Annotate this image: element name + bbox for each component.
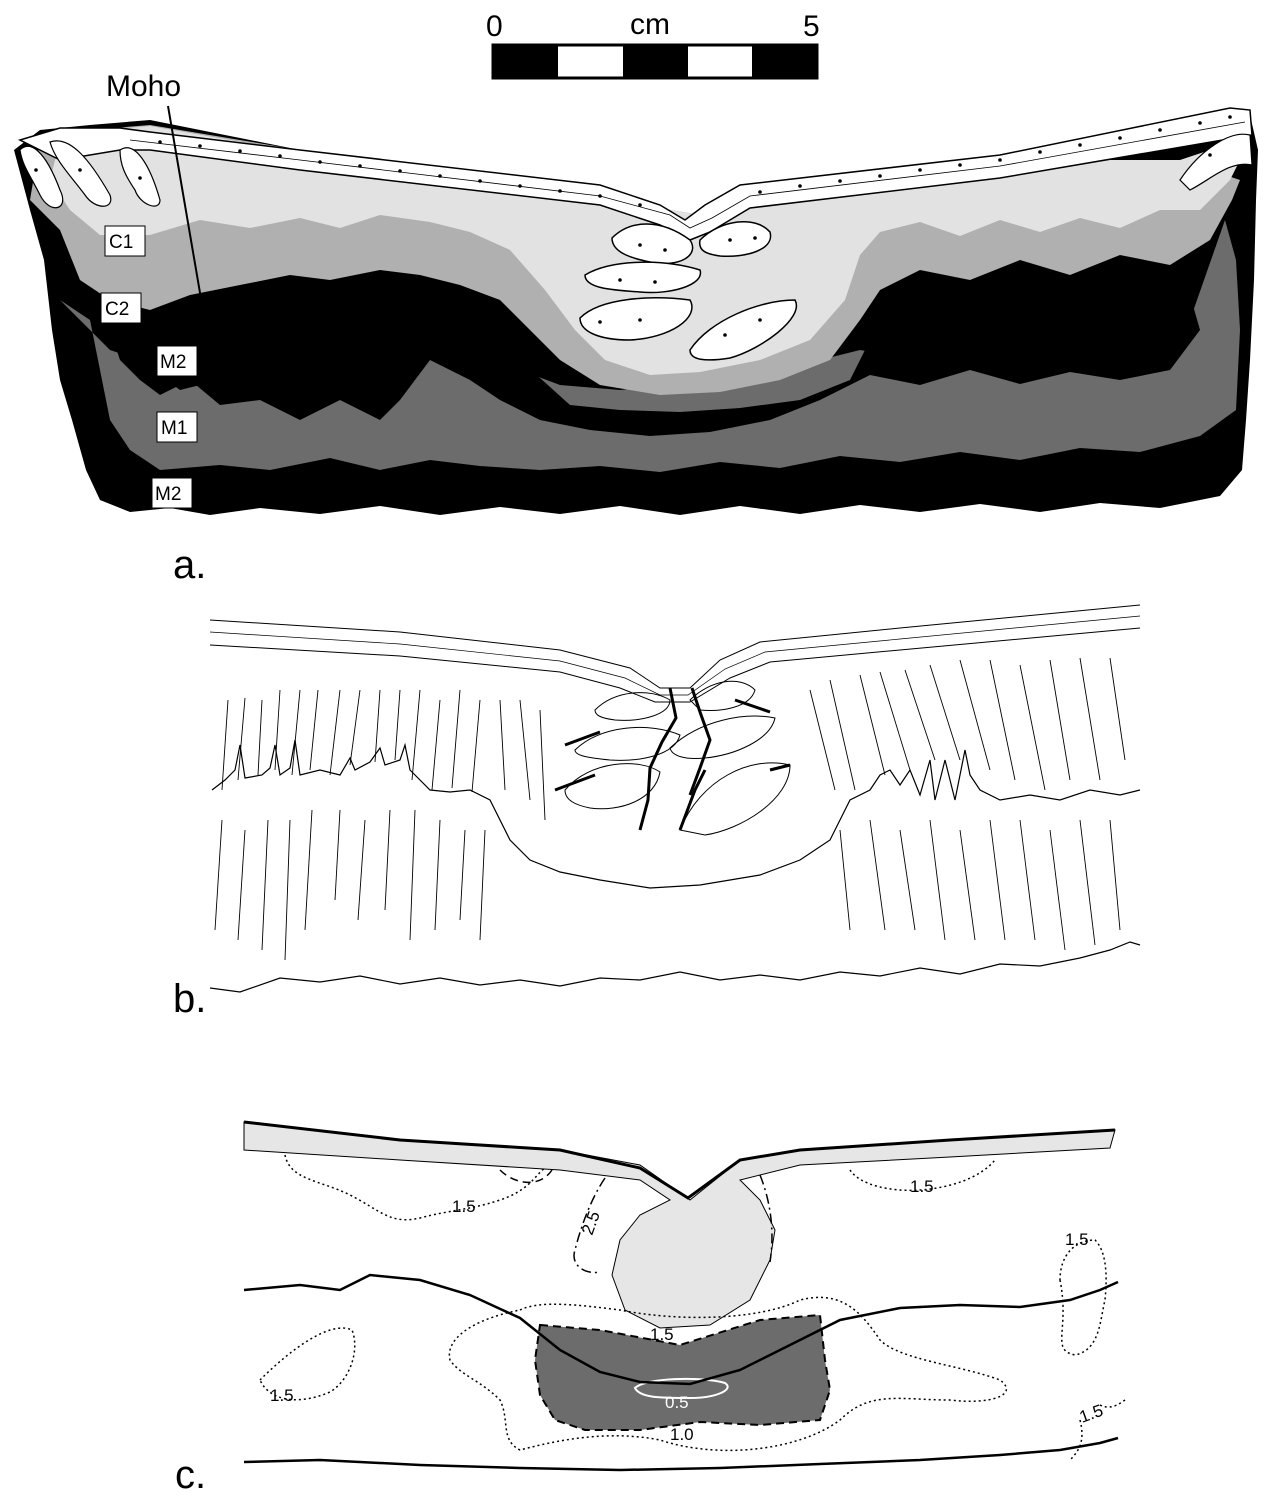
contour-label-1-0: 1.0 [670,1425,694,1444]
svg-text:M2: M2 [160,352,186,373]
contour-label-left-lower: 1.5 [270,1386,294,1405]
panel-b-lower-line [210,942,1140,992]
moho-label: Moho [106,70,181,103]
contour-label-center-1-5: 1.5 [650,1325,674,1344]
layer-label-m1: M1 [157,412,197,442]
layer-label-m2-lower: M2 [152,478,192,508]
panel-b-fabric-right [810,658,1125,790]
panel-c-dashed-notch [500,1170,552,1182]
layer-label-m2-upper: M2 [157,346,197,376]
scale-bar: 0 cm 5 [486,8,820,78]
panel-b-sediment-bottom [210,628,1140,702]
panel-c-crust-fill [244,1122,1115,1328]
svg-text:C2: C2 [105,299,129,320]
svg-text:C1: C1 [109,232,133,253]
contour-label-2-5: 2.5 [578,1209,604,1238]
panel-b-sediment-top [210,605,1140,688]
contour-label-right-upper: 1.5 [910,1177,934,1196]
scale-bar-segment-1 [493,45,558,78]
panel-b-letter: b. [173,977,206,1021]
scale-unit-label: cm [630,8,670,41]
contour-label-0-5: 0.5 [665,1393,689,1412]
panel-b-fold-lenses [565,681,790,835]
svg-text:M1: M1 [161,418,187,439]
scale-bar-segment-3 [623,45,688,78]
panel-b-fabric-lower [215,810,1120,960]
panel-b-fabric-left [222,690,545,820]
panel-a-letter: a. [173,543,206,587]
contour-label-right-mid: 1.5 [1065,1230,1089,1249]
scale-end-label: 5 [803,10,820,43]
panel-b-line-drawing [210,605,1140,992]
panel-c-letter: c. [175,1453,206,1497]
panel-a-cross-section: C1 C2 M2 M1 M2 Moho a. [14,70,1258,587]
panel-b-thrust-faults [555,688,790,830]
panel-c-contour-map: 1.5 2.5 1.5 1.5 1.5 1.5 0.5 1.0 1.5 [244,1122,1125,1470]
panel-b-moho-line [212,740,1140,888]
panel-b-sediment-inner [210,616,1140,695]
layer-label-c2: C2 [101,293,141,323]
scale-start-label: 0 [486,10,503,43]
panel-c-dark-anomaly [535,1315,830,1430]
contour-label-right-lower: 1.5 [1077,1401,1106,1427]
panel-c-top-surface [244,1122,1115,1198]
svg-text:M2: M2 [155,484,181,505]
layer-label-c1: C1 [105,226,145,256]
contour-label-left-upper: 1.5 [452,1197,476,1216]
scale-bar-segment-5 [752,45,817,78]
